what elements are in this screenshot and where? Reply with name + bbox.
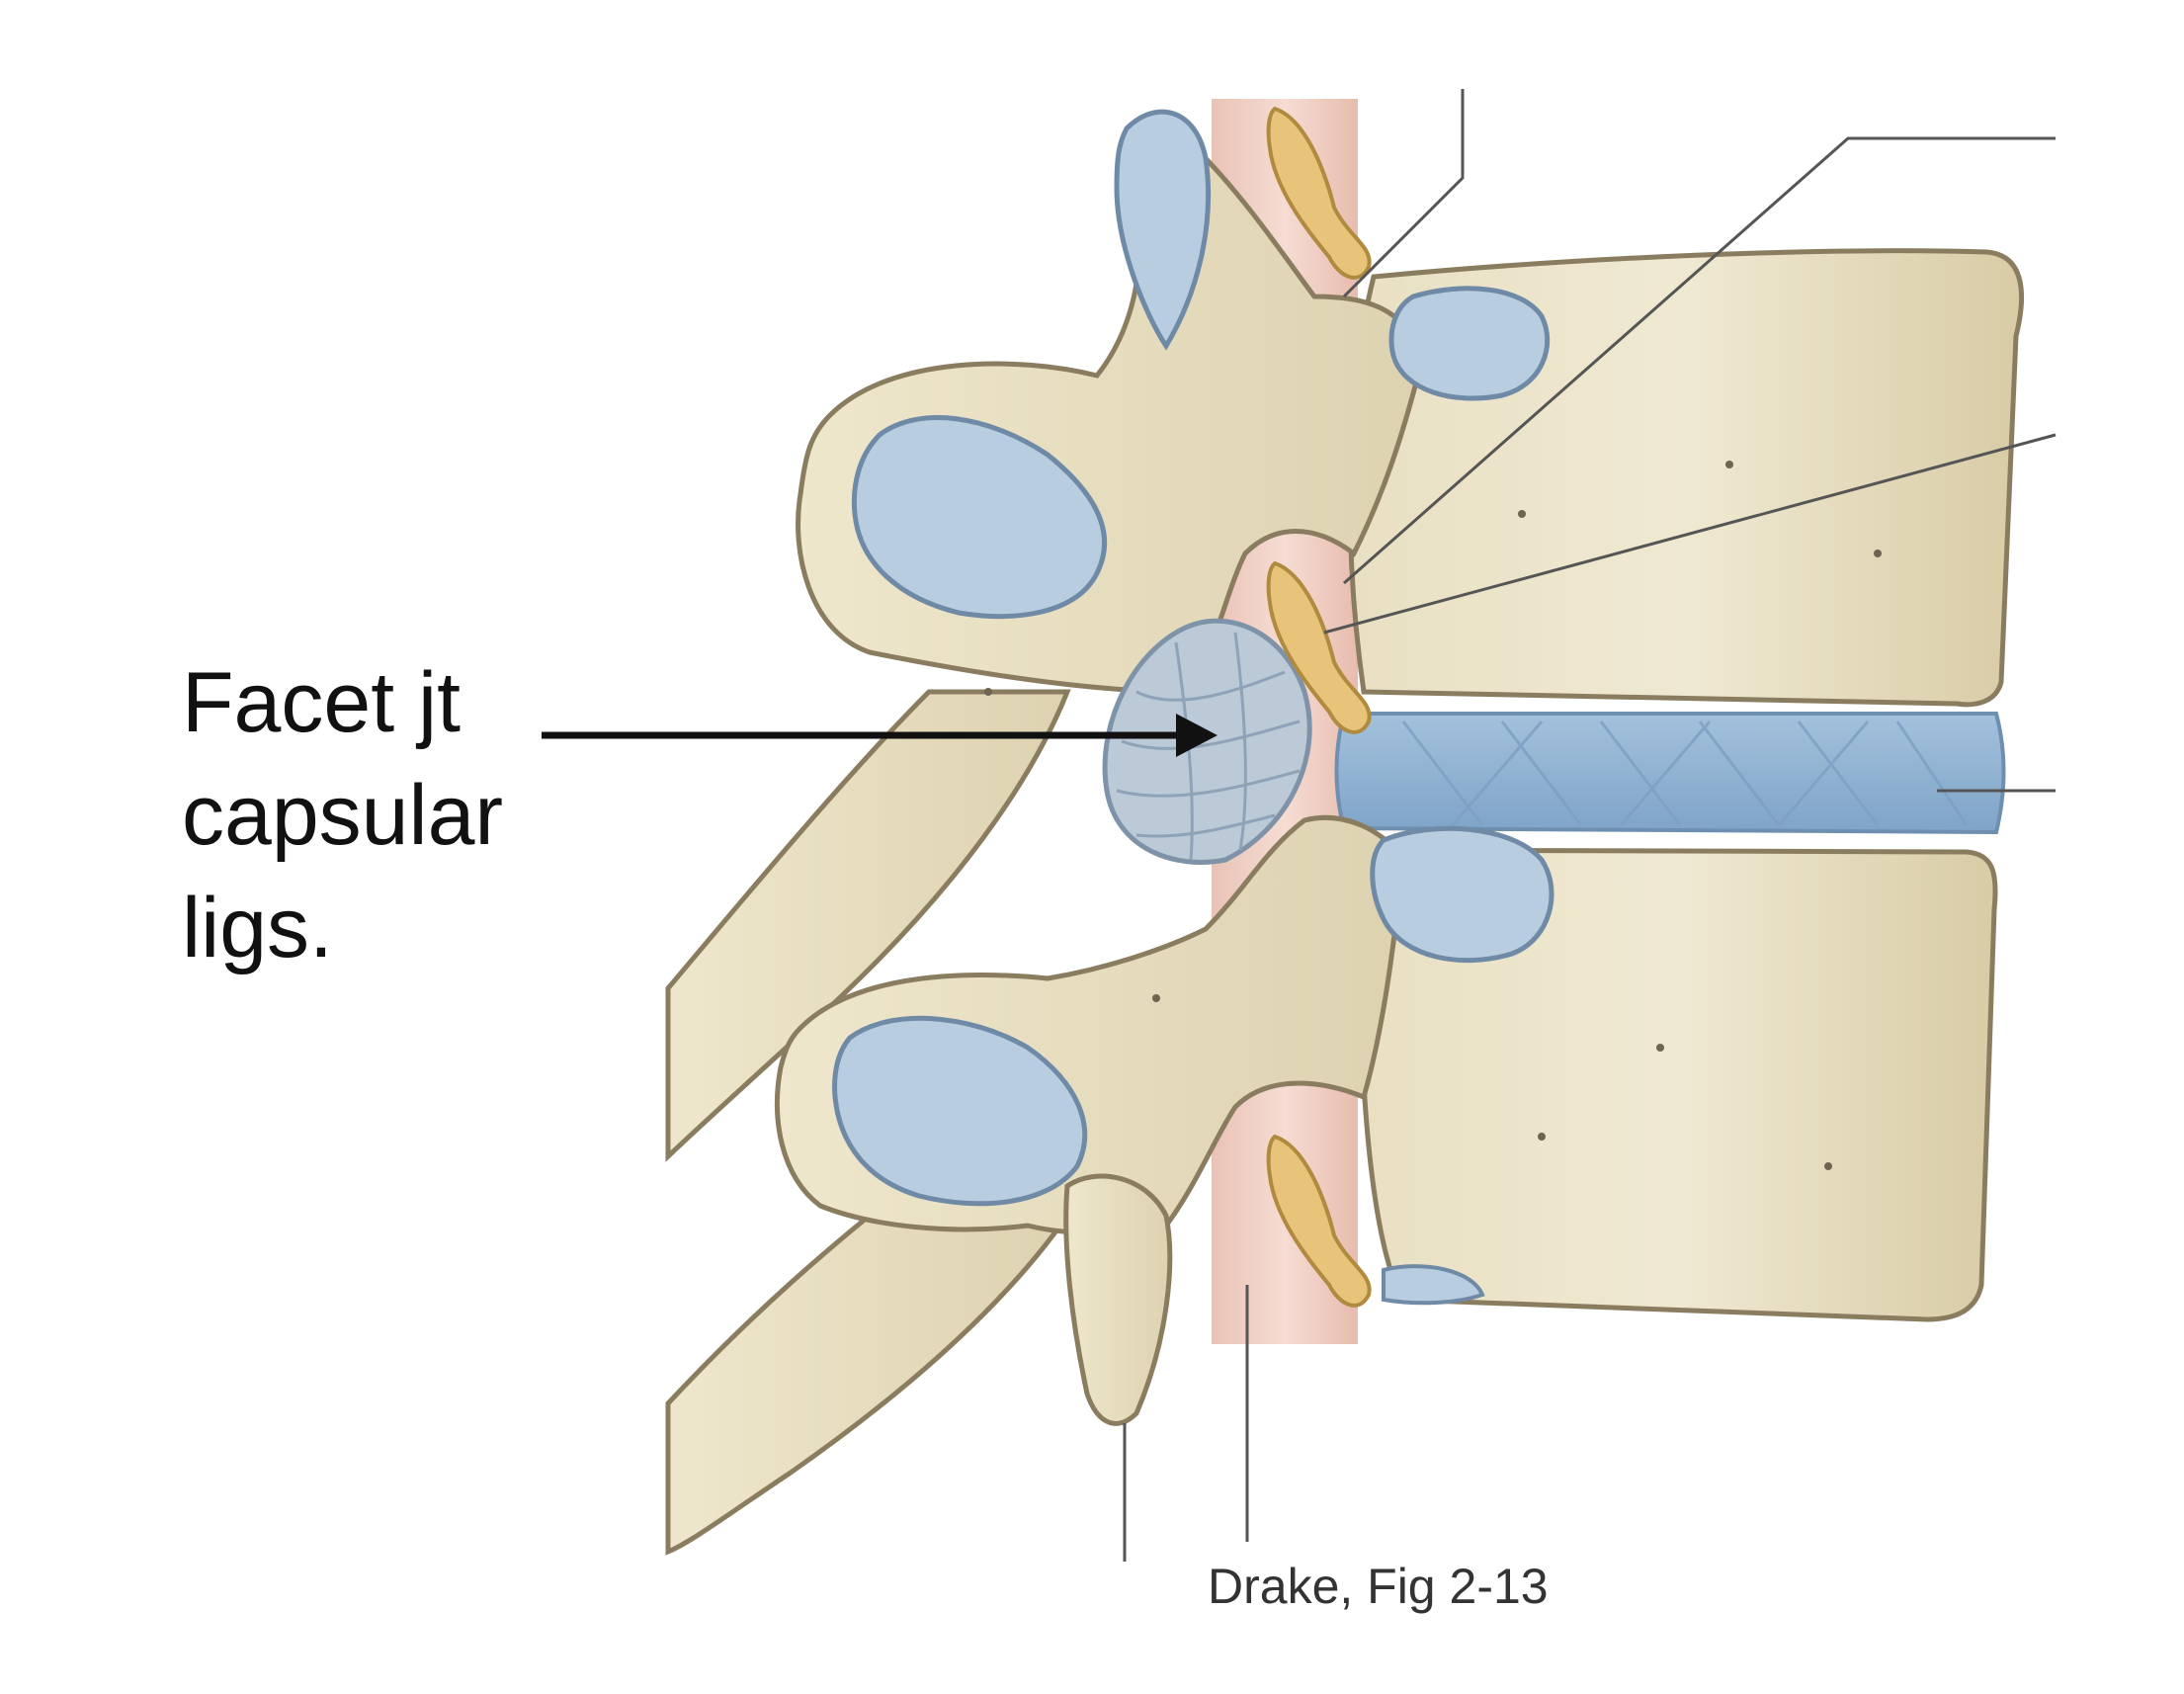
upper-costal-facet (1388, 286, 1551, 401)
lower-spinous-process (665, 1173, 1072, 1556)
upper-articular-facet (1114, 109, 1212, 351)
disc-fibers (1401, 720, 1969, 826)
bone-surface-dots (984, 461, 1882, 1170)
spinal-nerve-lower (1266, 1134, 1372, 1308)
lower-body-facet (1382, 1264, 1485, 1306)
figure-caption: Drake, Fig 2-13 (1208, 1559, 1549, 1614)
lower-costal-facet (1370, 825, 1554, 964)
pointer-arrow-icon (542, 714, 1218, 757)
spinal-nerve-upper (1266, 106, 1372, 280)
upper-transverse-cartilage (851, 415, 1108, 620)
annotation-line-3: ligs. (182, 881, 333, 975)
annotation-line-1: Facet jt (182, 655, 461, 750)
lower-inferior-articular-process (1063, 1173, 1173, 1426)
lower-transverse-cartilage (832, 1015, 1088, 1207)
intervertebral-disc (1334, 712, 2006, 835)
capsule-fibers (1116, 632, 1301, 861)
upper-spinous-process (665, 689, 1071, 1162)
annotation-line-2: capsular (182, 768, 504, 863)
leader-lines (1123, 89, 2057, 1562)
